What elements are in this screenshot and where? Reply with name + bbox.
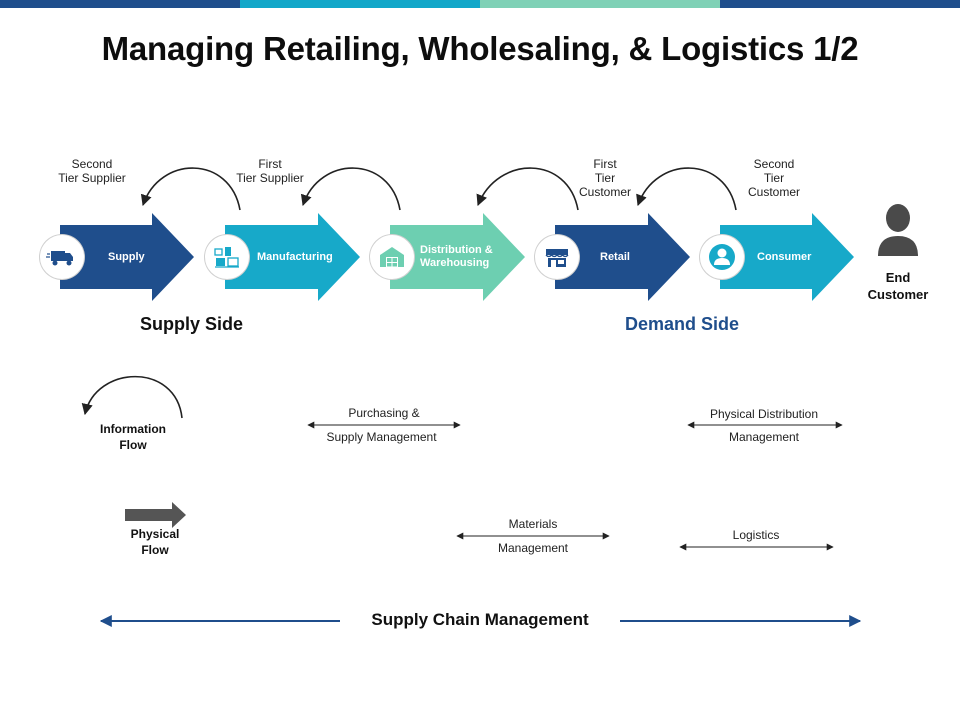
top-bar-segment-3	[480, 0, 720, 8]
stage-arrow-consumer	[720, 213, 854, 301]
top-color-bar	[0, 0, 960, 8]
curved-arrow-4	[636, 167, 737, 211]
stage-label-supply: Supply	[108, 251, 145, 263]
first-tier-supplier-label: First Tier Supplier	[236, 157, 304, 185]
page-title: Managing Retailing, Wholesaling, & Logis…	[101, 30, 859, 67]
physical-distribution-label-top: Physical Distribution	[709, 407, 819, 421]
stage-label-distribution: Distribution & Warehousing	[420, 244, 493, 269]
purchasing-label-bottom: Supply Management	[326, 430, 437, 444]
truck-icon-circle	[40, 235, 84, 279]
factory-icon-circle	[205, 235, 249, 279]
top-bar-segment-4	[720, 0, 960, 8]
end-customer-label: End Customer	[867, 270, 929, 302]
stage-label-retail: Retail	[600, 251, 630, 263]
physical-distribution-label-bottom: Management	[728, 430, 800, 444]
top-bar-segment-2	[240, 0, 480, 8]
stage-arrow-manufacturing	[225, 213, 360, 301]
curved-arrow-3	[476, 167, 579, 211]
store-icon	[545, 249, 569, 267]
user-icon-circle	[700, 235, 744, 279]
user-icon	[709, 244, 735, 270]
information-flow-arrow	[81, 375, 183, 419]
materials-label-bottom: Management	[497, 541, 569, 555]
supply-chain-management-label: Supply Chain Management	[340, 610, 620, 630]
second-tier-customer-label: Second Tier Customer	[747, 157, 800, 199]
stage-label-consumer: Consumer	[757, 251, 812, 263]
purchasing-label-top: Purchasing &	[348, 406, 420, 420]
second-tier-supplier-label: Second Tier Supplier	[58, 157, 126, 185]
warehouse-icon-circle	[370, 235, 414, 279]
stage-arrow-supply	[60, 213, 194, 301]
person-icon	[878, 204, 918, 256]
physical-flow-label: Physical Flow	[130, 527, 180, 557]
physical-flow-arrow	[125, 502, 186, 528]
stage-arrow-distribution	[390, 213, 525, 301]
stage-arrow-retail	[555, 213, 690, 301]
truck-icon	[46, 251, 73, 266]
curved-arrow-2	[300, 167, 401, 211]
curved-arrow-1	[140, 167, 241, 211]
warehouse-icon	[380, 247, 404, 267]
information-flow-label: Information Flow	[100, 422, 166, 452]
materials-label-top: Materials	[508, 517, 558, 531]
stage-label-manufacturing: Manufacturing	[257, 251, 333, 263]
factory-icon	[214, 247, 239, 268]
logistics-label: Logistics	[732, 528, 780, 542]
demand-side-label: Demand Side	[625, 314, 740, 334]
first-tier-customer-label: First Tier Customer	[578, 157, 631, 199]
top-bar-segment-1	[0, 0, 240, 8]
store-icon-circle	[535, 235, 579, 279]
supply-side-label: Supply Side	[140, 314, 244, 334]
